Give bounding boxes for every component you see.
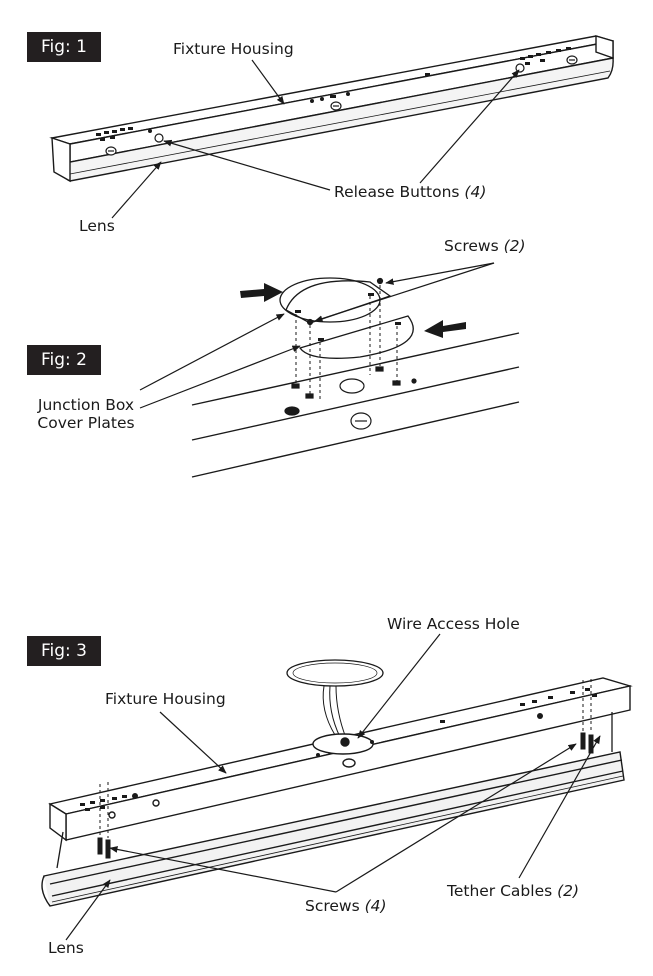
fig2-junction-box-line2: Cover Plates (37, 414, 135, 432)
fig3-fixture-housing-label: Fixture Housing (105, 690, 226, 708)
fig1-tag: Fig: 1 (27, 32, 102, 62)
fig1-lens-label: Lens (79, 217, 115, 235)
fig2-cover-plates (279, 277, 414, 359)
fig2-housing-details (284, 277, 417, 430)
fig1-release-buttons-qty: (4) (464, 183, 487, 201)
fig3-tag: Fig: 3 (27, 636, 102, 666)
fig1-release-buttons-text: Release Buttons (334, 183, 460, 201)
fig3-tether-cables-label: Tether Cables (2) (447, 882, 579, 900)
fig1-fixture-housing-label: Fixture Housing (173, 40, 294, 58)
fig3-wire-access-hole-label: Wire Access Hole (387, 615, 520, 633)
fig2-screws-qty: (2) (503, 237, 526, 255)
fig2-direction-arrows (240, 283, 466, 338)
fig2-housing-lines (191, 332, 520, 478)
fig2-junction-box-label: Junction Box Cover Plates (34, 396, 138, 432)
fig2-leaders (139, 262, 495, 409)
fig3-tether-cables-text: Tether Cables (447, 882, 553, 900)
fig3-screws-label: Screws (4) (305, 897, 387, 915)
fig3-lens (41, 751, 625, 907)
fig2-screws-label: Screws (2) (444, 237, 526, 255)
fig3-ceiling-hole (286, 659, 384, 739)
fig1-release-buttons-label: Release Buttons (4) (334, 183, 486, 201)
fig2-tag: Fig: 2 (27, 345, 102, 375)
fig2-screws-text: Screws (444, 237, 499, 255)
fig1-fixture (49, 35, 614, 183)
fig3-screws-qty: (4) (364, 897, 387, 915)
fig2-screw-paths (295, 285, 398, 400)
fig1-leaders (111, 59, 520, 219)
fig2-junction-box-line1: Junction Box (37, 396, 135, 414)
fig3-tether-cables-qty: (2) (557, 882, 580, 900)
fig3-lens-label: Lens (48, 939, 84, 957)
fig3-screws-text: Screws (305, 897, 360, 915)
fig3-housing (48, 677, 633, 842)
fig3-leaders (65, 633, 601, 941)
